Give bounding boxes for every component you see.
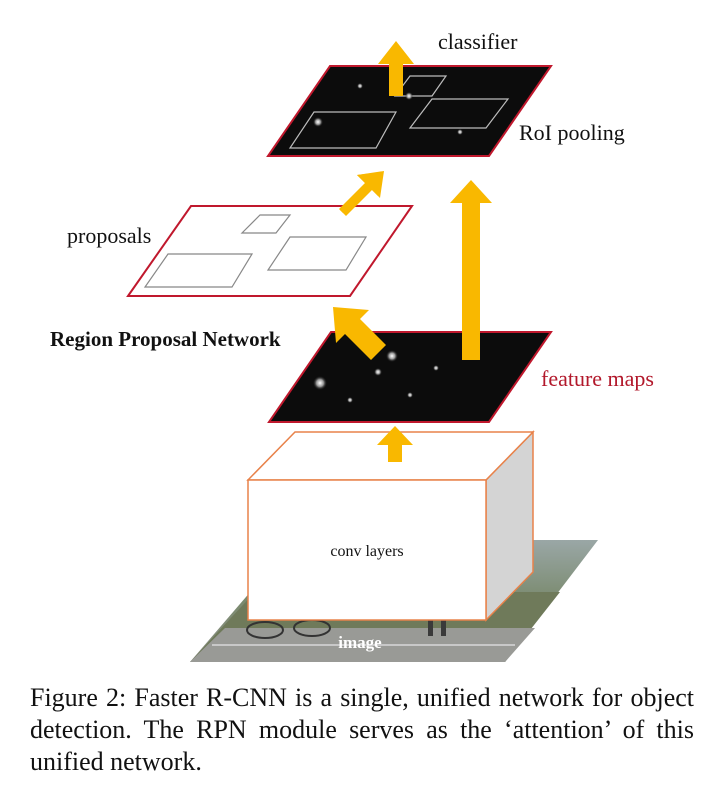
classifier-label: classifier: [438, 29, 518, 54]
roi-pooling-label: RoI pooling: [519, 120, 625, 145]
feature-maps-plane: [267, 331, 553, 423]
conv-layers-label: conv layers: [330, 543, 403, 560]
arrow-proposals-to-roi-pooling: [339, 171, 384, 225]
arrow-feature-maps-to-roi-pooling: [450, 180, 492, 360]
faster-rcnn-diagram: image conv layers feature maps proposal: [50, 29, 654, 662]
proposals-label: proposals: [67, 223, 151, 248]
arrow-feature-maps-to-proposals: [333, 307, 386, 360]
roi-pooling-plane: [266, 65, 553, 157]
arrow-conv-to-feature-maps: [377, 426, 413, 462]
feature-maps-label: feature maps: [541, 366, 654, 391]
arrow-roi-pooling-to-classifier: [378, 41, 414, 96]
proposals-plane: [126, 205, 414, 297]
figure-caption: Figure 2: Faster R-CNN is a single, unif…: [30, 683, 694, 776]
rpn-label: Region Proposal Network: [50, 327, 281, 351]
image-label: image: [338, 633, 382, 652]
